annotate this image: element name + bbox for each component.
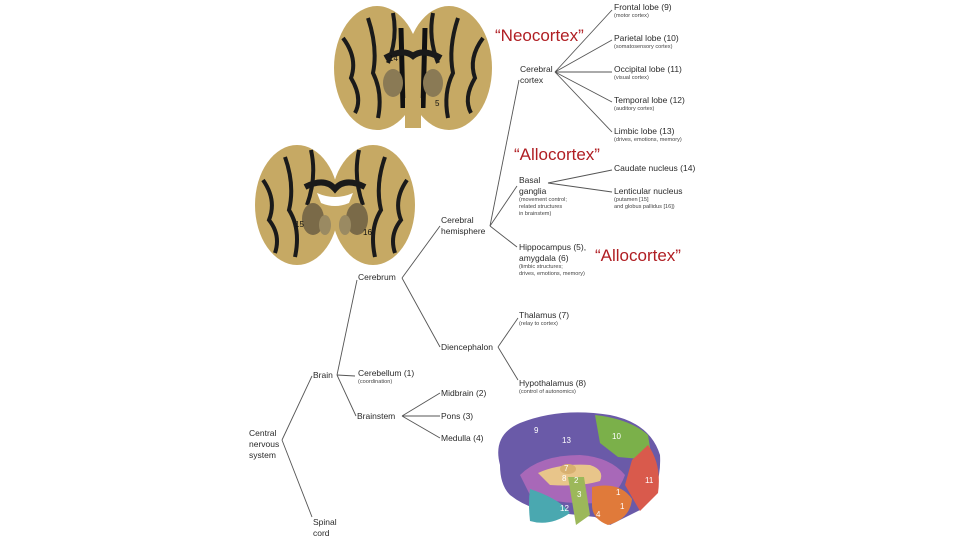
- cerebral-hemisphere-label-line2: hemisphere: [441, 226, 486, 236]
- midbrain-label: Midbrain (2): [441, 388, 487, 398]
- brain-label: Brain: [313, 370, 333, 380]
- cerebral-cortex-label-line2: cortex: [520, 75, 544, 85]
- occipital-lobe-sublabel: (visual cortex): [614, 75, 649, 81]
- svg-text:4: 4: [596, 510, 601, 519]
- cerebellum-sublabel: (coordination): [358, 379, 393, 385]
- cerebral-hemisphere-label-line1: Cerebral: [441, 215, 474, 225]
- hippocampus-label-line1: Hippocampus (5),: [519, 242, 587, 252]
- allocortex-annotation-upper: “Allocortex”: [514, 145, 600, 164]
- lenticular-nucleus-label: Lenticular nucleus: [614, 186, 683, 196]
- basal-ganglia-sublabel-1: (movement control;: [519, 197, 567, 203]
- cns-label-line3: system: [249, 450, 276, 460]
- hippocampus-sublabel-1: (limbic structures;: [519, 264, 563, 270]
- limbic-lobe-label: Limbic lobe (13): [614, 126, 675, 136]
- frontal-lobe-label: Frontal lobe (9): [614, 2, 672, 12]
- spinal-cord-label-line1: Spinal: [313, 517, 337, 527]
- temporal-lobe-sublabel: (auditory cortex): [614, 106, 655, 112]
- spinal-cord-label-line2: cord: [313, 528, 330, 538]
- cerebral-cortex-label-line1: Cerebral: [520, 64, 553, 74]
- neocortex-annotation: “Neocortex”: [495, 26, 584, 45]
- svg-text:7: 7: [564, 464, 569, 473]
- basal-ganglia-label-line2: ganglia: [519, 186, 547, 196]
- cns-label-line2: nervous: [249, 439, 280, 449]
- tree-connectors: [281, 9, 613, 518]
- allocortex-annotation-lower: “Allocortex”: [595, 246, 681, 265]
- thalamus-sublabel: (relay to cortex): [519, 321, 558, 327]
- lenticular-nucleus-sublabel-1: (putamen [15]: [614, 197, 649, 203]
- hypothalamus-label: Hypothalamus (8): [519, 378, 587, 388]
- lenticular-nucleus-sublabel-2: and globus pallidus [16]): [614, 204, 675, 210]
- occipital-lobe-label: Occipital lobe (11): [614, 64, 682, 74]
- cns-label-line1: Central: [249, 428, 277, 438]
- caudate-nucleus-label: Caudate nucleus (14): [614, 163, 696, 173]
- pons-label: Pons (3): [441, 411, 474, 421]
- diencephalon-label: Diencephalon: [441, 342, 493, 352]
- svg-text:11: 11: [645, 476, 654, 485]
- hippocampus-label-line2: amygdala (6): [519, 253, 569, 263]
- temporal-lobe-label: Temporal lobe (12): [614, 95, 685, 105]
- parietal-lobe-label: Parietal lobe (10): [614, 33, 679, 43]
- svg-text:10: 10: [612, 432, 621, 441]
- svg-text:1: 1: [620, 502, 625, 511]
- svg-text:9: 9: [534, 426, 539, 435]
- section-label-15: 15: [295, 220, 304, 229]
- svg-text:3: 3: [577, 490, 582, 499]
- medulla-label: Medulla (4): [441, 433, 484, 443]
- basal-ganglia-sublabel-2: related structures: [519, 204, 563, 210]
- parietal-lobe-sublabel: (somatosensory cortex): [614, 44, 673, 50]
- cerebrum-label: Cerebrum: [358, 272, 396, 282]
- hypothalamus-sublabel: (control of autonomics): [519, 389, 576, 395]
- section-label-16: 16: [363, 228, 372, 237]
- svg-text:12: 12: [560, 504, 569, 513]
- section-label-5: 5: [435, 99, 440, 108]
- cerebellum-label: Cerebellum (1): [358, 368, 415, 378]
- basal-ganglia-sublabel-3: in brainstem): [519, 211, 552, 217]
- svg-text:2: 2: [574, 476, 579, 485]
- sagittal-region-numbers: 9 13 10 7 8 2 3 1 1 4 12 11: [534, 426, 654, 519]
- hippocampus-sublabel-2: drives, emotions, memory): [519, 271, 585, 277]
- section-label-14: 14: [389, 54, 398, 63]
- svg-text:8: 8: [562, 474, 567, 483]
- svg-text:13: 13: [562, 436, 571, 445]
- brainstem-label: Brainstem: [357, 411, 396, 421]
- coronal-section-upper-image: 14 5: [334, 6, 492, 130]
- basal-ganglia-label-line1: Basal: [519, 175, 541, 185]
- svg-text:1: 1: [616, 488, 621, 497]
- limbic-lobe-sublabel: (drives, emotions, memory): [614, 137, 682, 143]
- sagittal-brain-image: 9 13 10 7 8 2 3 1 1 4 12 11: [498, 412, 661, 525]
- coronal-section-lower-image: 15 16: [255, 145, 415, 265]
- frontal-lobe-sublabel: (motor cortex): [614, 13, 649, 19]
- thalamus-label: Thalamus (7): [519, 310, 570, 320]
